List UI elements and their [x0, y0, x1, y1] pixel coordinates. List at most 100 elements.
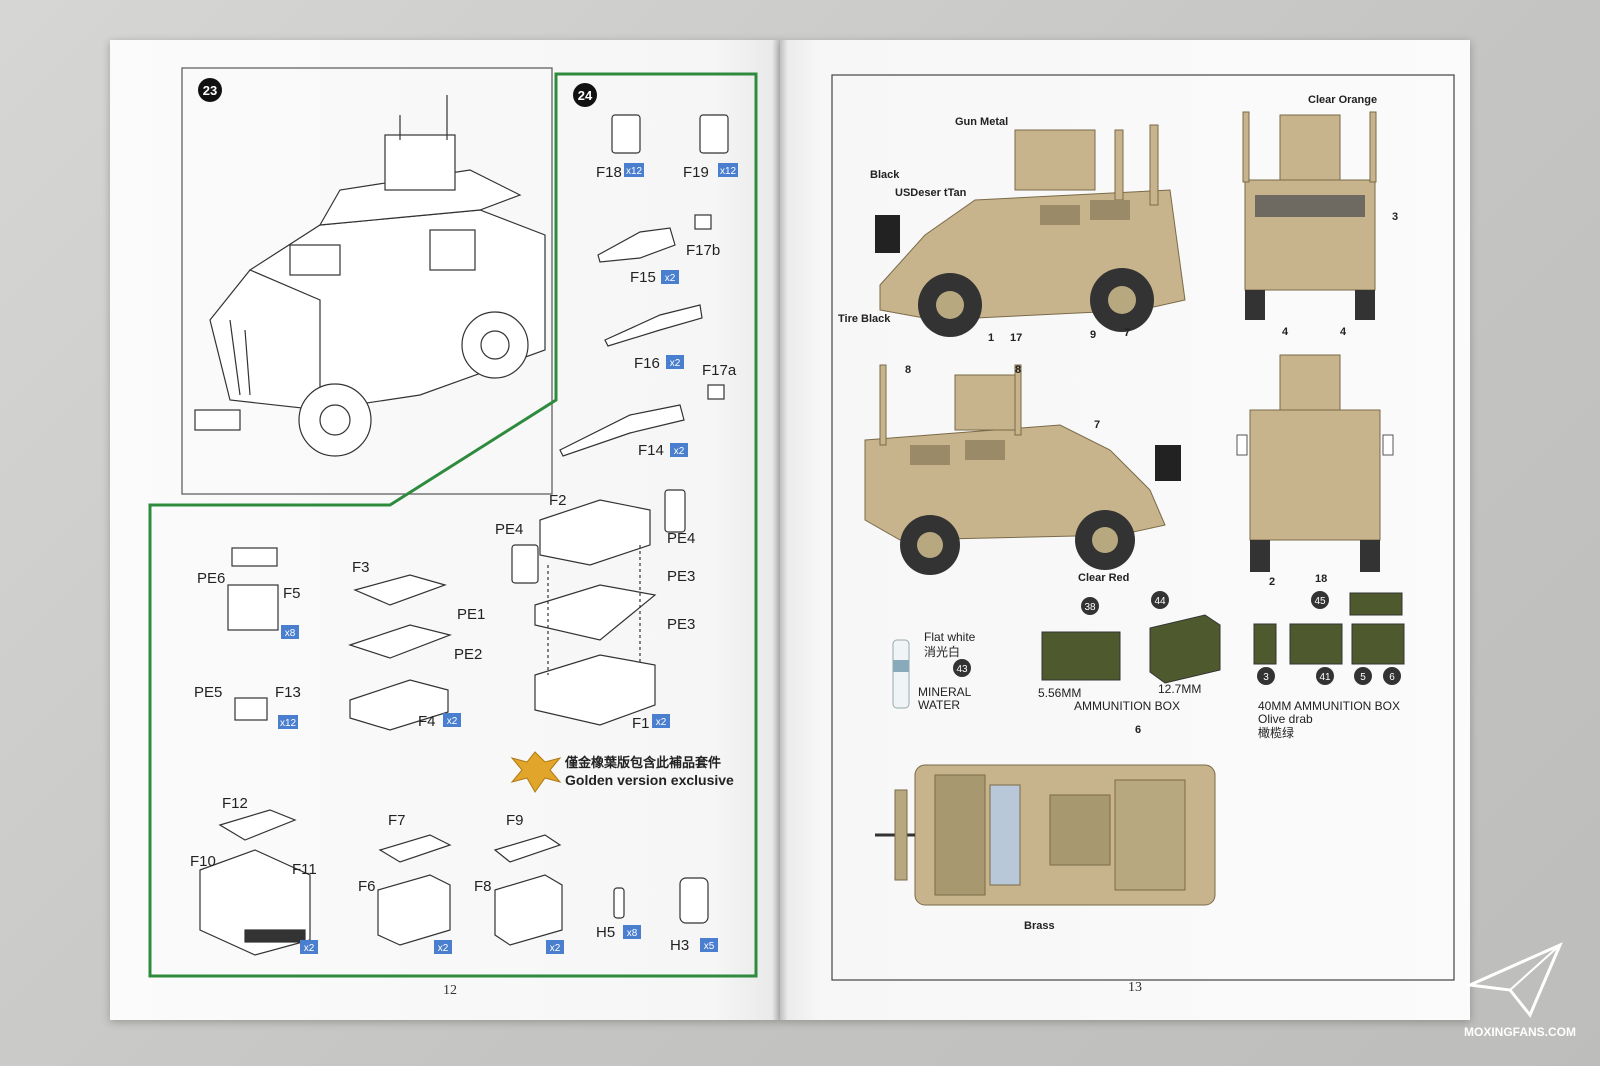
part-F2: F2 [549, 492, 567, 509]
label-mineral: MINERAL [918, 685, 972, 699]
label-water: WATER [918, 698, 960, 712]
part-PE6: PE6 [197, 570, 225, 587]
decal-3: 3 [1392, 211, 1398, 223]
color-clear-red: Clear Red [1078, 572, 1129, 584]
small-box-F13 [234, 697, 268, 721]
golden-note-en: Golden version exclusive [565, 772, 734, 788]
page-gutter [772, 40, 788, 1020]
circle-41: 41 [1319, 672, 1331, 683]
ammo-box-556 [1041, 631, 1121, 681]
decal-7: 7 [1124, 327, 1130, 339]
color-flat-white: Flat white [924, 630, 976, 644]
part-PE2: PE2 [454, 646, 482, 663]
water-jug-H3 [679, 877, 709, 924]
vehicle-front-view [1242, 111, 1377, 320]
color-black: Black [870, 169, 900, 181]
part-F10: F10 [190, 853, 216, 870]
qty-H5: x8 [627, 928, 638, 939]
watermark-site: MOXINGFANS.COM [1464, 1025, 1576, 1039]
part-F15: F15 [630, 269, 656, 286]
step-23-number: 23 [203, 83, 217, 98]
circle-3: 3 [1263, 672, 1269, 683]
vehicle-rear-view [1236, 354, 1394, 572]
golden-note-cn: 僅金橡葉版包含此補品套件 [564, 755, 721, 770]
vehicle-side-view-left [875, 124, 1186, 337]
vehicle-side-view-right [864, 364, 1181, 575]
ammo-box-45 [1349, 592, 1403, 616]
decal-2: 2 [1269, 576, 1275, 588]
circle-45: 45 [1314, 596, 1326, 607]
part-F6: F6 [358, 878, 376, 895]
part-F7: F7 [388, 812, 406, 829]
right-page-frame [831, 74, 1455, 981]
qty-F18: x12 [626, 166, 643, 177]
part-F17b: F17b [686, 242, 720, 259]
part-F4: F4 [418, 713, 436, 730]
label-40mm: 40MM AMMUNITION BOX [1258, 699, 1400, 713]
page-number-right: 13 [1128, 980, 1142, 995]
decal-1: 1 [988, 332, 994, 344]
color-olive-drab-cn: 橄榄绿 [1258, 725, 1294, 740]
qty-F14: x2 [674, 446, 685, 457]
cooler-F10 [199, 809, 311, 956]
ammo-box-127 [1149, 614, 1221, 684]
bottle-H5 [613, 887, 625, 919]
part-F3: F3 [352, 559, 370, 576]
circle-5: 5 [1360, 672, 1366, 683]
page-number-left: 12 [443, 983, 457, 998]
qty-F15: x2 [665, 273, 676, 284]
moxingfans-logo [1464, 942, 1563, 1018]
decal-17: 17 [1010, 332, 1022, 344]
qty-F16: x2 [670, 358, 681, 369]
vehicle-top-view [875, 764, 1216, 906]
decal-8-right: 8 [1015, 364, 1021, 376]
qty-F6: x2 [438, 943, 449, 954]
part-F18: F18 [596, 164, 622, 181]
decal-7-rear: 7 [1094, 419, 1100, 431]
circle-6: 6 [1389, 672, 1395, 683]
part-F16: F16 [634, 355, 660, 372]
cooler-F8 [493, 834, 563, 946]
step-23-badge: 23 [198, 78, 222, 102]
part-F9: F9 [506, 812, 524, 829]
storage-case-exploded [511, 489, 686, 726]
color-brass: Brass [1024, 920, 1055, 932]
part-H5: H5 [596, 924, 615, 941]
part-F12: F12 [222, 795, 248, 812]
part-PE3-top: PE3 [667, 568, 695, 585]
circle-43: 43 [956, 664, 968, 675]
part-F19: F19 [683, 164, 709, 181]
label-556mm: 5.56MM [1038, 686, 1081, 700]
step-23-frame [181, 67, 553, 495]
small-box-F5 [227, 547, 279, 631]
part-PE4-right: PE4 [667, 530, 695, 547]
step-24-green-frame [148, 72, 758, 978]
part-F17a: F17a [702, 362, 737, 379]
decal-18: 18 [1315, 573, 1327, 585]
circle-38: 38 [1084, 602, 1096, 613]
qty-F10: x2 [304, 943, 315, 954]
ammo-box-41 [1289, 623, 1343, 665]
label-ammo-box: AMMUNITION BOX [1074, 699, 1180, 713]
golden-oak-leaf-icon [510, 751, 562, 793]
mineral-water-bottle [892, 639, 910, 709]
qty-F13: x12 [280, 718, 297, 729]
color-tire-black: Tire Black [838, 313, 891, 325]
decal-9: 9 [1090, 329, 1096, 341]
step-24-number: 24 [578, 88, 593, 103]
ammo-box-3 [1253, 623, 1277, 665]
qty-F19: x12 [720, 166, 737, 177]
qty-F1: x2 [656, 717, 667, 728]
part-F1: F1 [632, 715, 650, 732]
part-PE5: PE5 [194, 684, 222, 701]
decal-4-right: 4 [1340, 326, 1347, 338]
ammo-box-5 [1351, 623, 1405, 665]
part-F14: F14 [638, 442, 664, 459]
decal-4-left: 4 [1282, 326, 1289, 338]
part-F8: F8 [474, 878, 492, 895]
color-clear-orange: Clear Orange [1308, 94, 1377, 106]
circle-44: 44 [1154, 596, 1166, 607]
part-PE4-left: PE4 [495, 521, 523, 538]
part-F5: F5 [283, 585, 301, 602]
